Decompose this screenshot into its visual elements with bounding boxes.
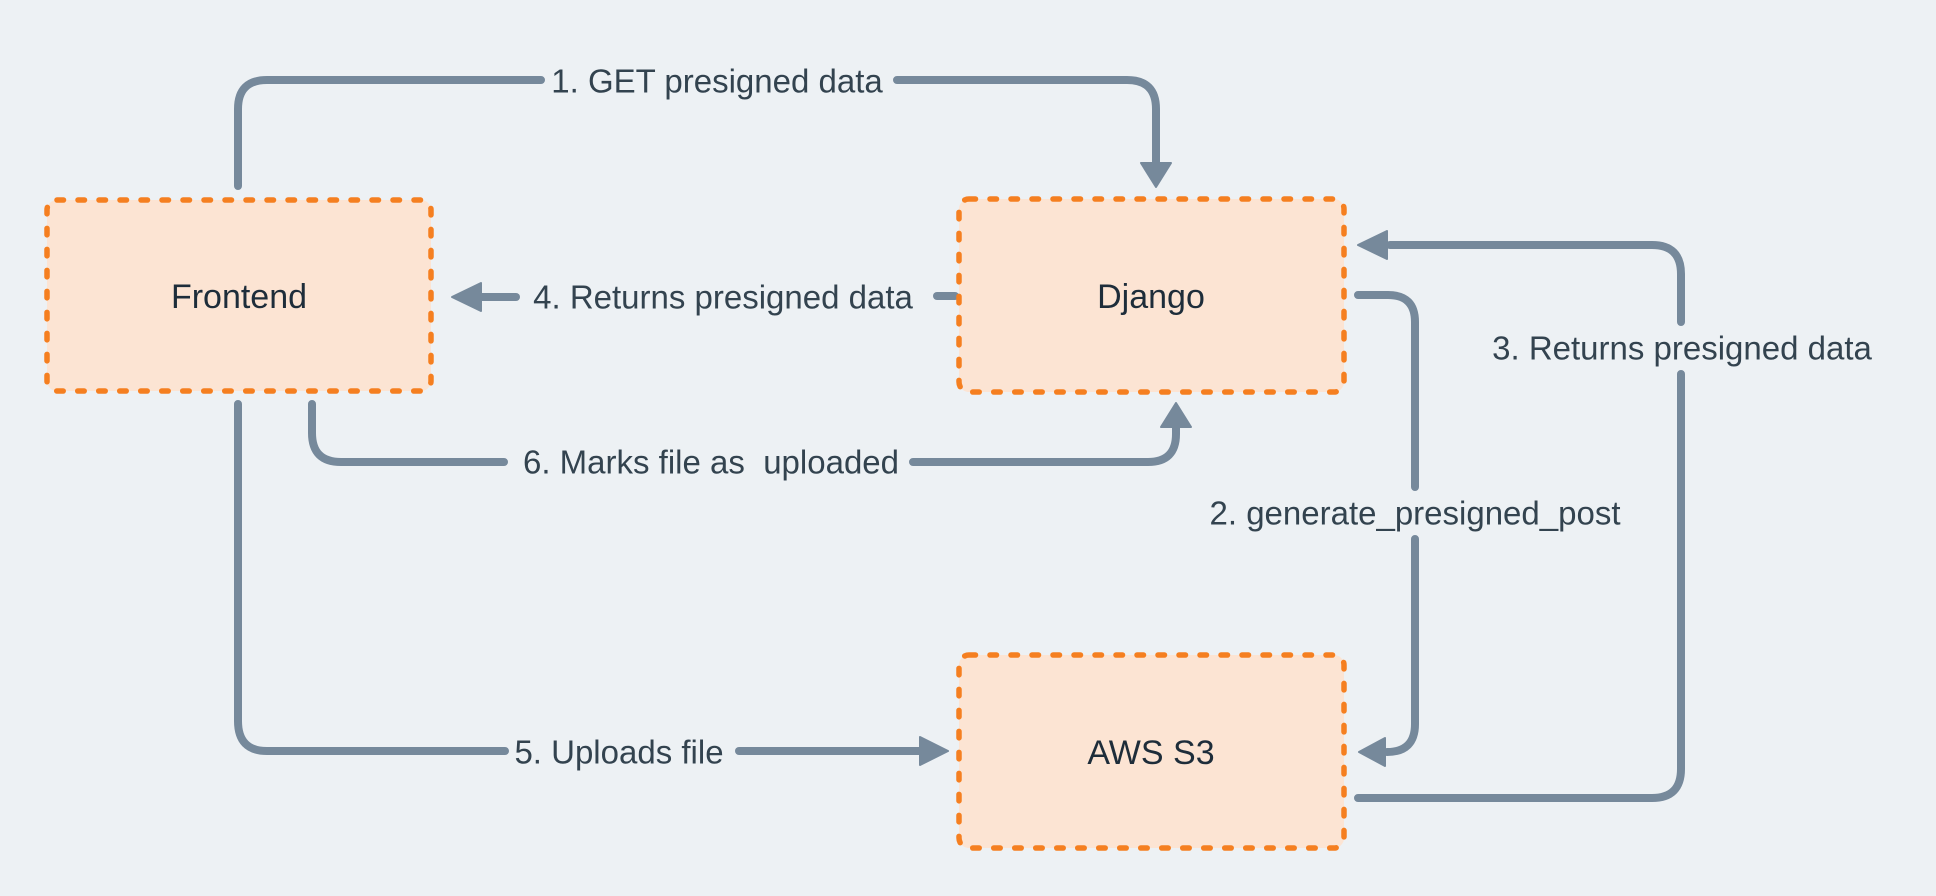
edge-6-label: 6. Marks file as uploaded xyxy=(523,444,899,481)
edge-1-line-end xyxy=(893,76,1160,166)
edge-django-to-frontend-returns: 4. Returns presigned data xyxy=(451,279,959,316)
edge-6-line-start xyxy=(308,400,508,466)
edge-1-arrowhead-down-icon xyxy=(1140,162,1172,188)
edge-s3-to-django-returns: 3. Returns presigned data xyxy=(1354,230,1873,802)
edge-5-arrowhead-right-icon xyxy=(919,736,949,766)
edge-3-label: 3. Returns presigned data xyxy=(1492,330,1872,367)
node-django: Django xyxy=(956,196,1347,395)
edge-6-line-end xyxy=(909,424,1180,466)
edge-frontend-to-django-get: 1. GET presigned data xyxy=(234,63,1172,190)
edge-3-line-end xyxy=(1386,241,1685,326)
edge-5-line-start xyxy=(234,400,509,755)
edge-4-label: 4. Returns presigned data xyxy=(533,279,913,316)
aws-s3-label: AWS S3 xyxy=(1087,734,1214,772)
edge-6-arrowhead-up-icon xyxy=(1160,402,1192,428)
edge-frontend-to-s3-uploads: 5. Uploads file xyxy=(234,400,949,771)
edge-2-line-start xyxy=(1354,291,1419,491)
edge-4-arrowhead-left-icon xyxy=(451,282,482,312)
edge-2-line-end xyxy=(1383,535,1419,756)
edge-2-arrowhead-left-icon xyxy=(1358,737,1386,767)
edge-django-to-s3-generate-presigned-post: 2. generate_presigned_post xyxy=(1210,291,1621,767)
edge-frontend-to-django-marks-uploaded: 6. Marks file as uploaded xyxy=(308,400,1192,481)
edge-3-arrowhead-left-icon xyxy=(1357,230,1388,260)
django-label: Django xyxy=(1097,278,1205,316)
django-box xyxy=(956,196,1347,395)
edge-1-line-start xyxy=(234,76,545,190)
node-aws-s3: AWS S3 xyxy=(956,652,1347,851)
edge-5-label: 5. Uploads file xyxy=(514,734,723,771)
frontend-box xyxy=(44,197,434,394)
aws-s3-box xyxy=(956,652,1347,851)
edge-2-label: 2. generate_presigned_post xyxy=(1210,495,1621,532)
edge-3-line-start xyxy=(1354,370,1685,802)
frontend-label: Frontend xyxy=(171,278,307,316)
edge-1-label: 1. GET presigned data xyxy=(551,63,883,100)
node-frontend: Frontend xyxy=(44,197,434,394)
